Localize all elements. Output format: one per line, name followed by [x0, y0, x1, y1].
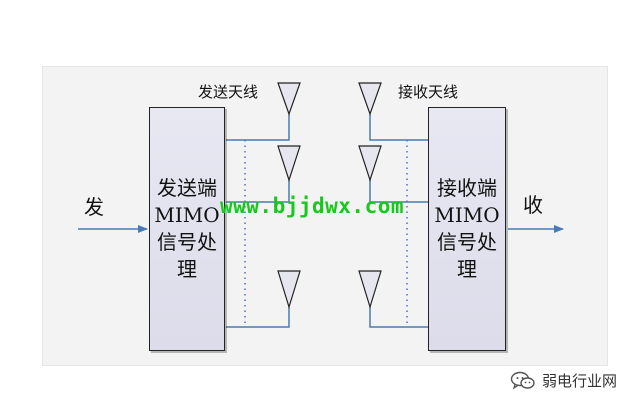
tx-antenna-3-icon	[277, 270, 301, 310]
receiver-line-3: 信号处	[437, 230, 497, 254]
wechat-icon	[510, 371, 536, 391]
website-watermark: www.bjjdwx.com	[220, 194, 405, 218]
tx-antenna-2-icon	[277, 145, 301, 182]
rx-antenna-1-icon	[358, 82, 382, 116]
brand-name: 弱电行业网	[542, 372, 618, 390]
transmitter-line-3: 信号处	[157, 230, 217, 254]
rx-antenna-3-icon	[358, 270, 382, 310]
input-label: 发	[84, 195, 104, 219]
receiver-mimo-block: 接收端 MIMO 信号处 理	[428, 107, 506, 351]
transmitter-line-1: 发送端	[157, 176, 217, 200]
rx-feed-lines	[369, 114, 428, 328]
tx-feed-lines	[226, 114, 290, 328]
tx-antenna-1-icon	[277, 82, 301, 116]
output-label: 收	[523, 193, 543, 217]
rx-antenna-2-icon	[358, 145, 382, 182]
brand-footer: 弱电行业网	[510, 370, 617, 391]
receiver-line-2: MIMO	[434, 203, 500, 227]
tx-antenna-label: 发送天线	[198, 83, 259, 101]
receiver-line-4: 理	[457, 257, 477, 281]
transmitter-mimo-block: 发送端 MIMO 信号处 理	[149, 107, 225, 351]
transmitter-line-2: MIMO	[154, 203, 220, 227]
receiver-line-1: 接收端	[437, 176, 497, 200]
rx-antenna-label: 接收天线	[398, 83, 459, 101]
diagram-panel	[42, 66, 608, 366]
transmitter-line-4: 理	[177, 257, 197, 281]
